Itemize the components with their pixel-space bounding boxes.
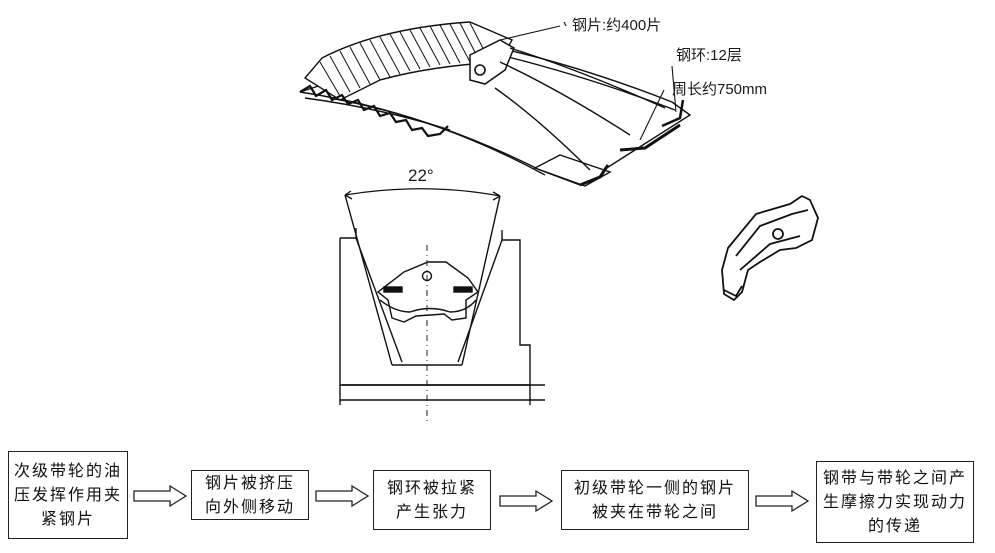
metal-belt bbox=[299, 21, 692, 187]
flow-step-4-text: 初级带轮一侧的钢片被夹在带轮之间 bbox=[573, 478, 736, 521]
flow-arrow-3 bbox=[499, 489, 554, 513]
flow-step-4: 初级带轮一侧的钢片被夹在带轮之间 bbox=[561, 470, 749, 530]
steel-pieces-label: 钢片:约400片 bbox=[572, 17, 662, 34]
single-steel-element bbox=[721, 194, 819, 302]
flow-step-1: 次级带轮的油压发挥作用夹紧钢片 bbox=[8, 451, 128, 539]
flow-step-5-text: 钢带与带轮之间产生摩擦力实现动力的传递 bbox=[822, 468, 967, 535]
circumference-label: 周长约750mm bbox=[672, 81, 768, 98]
belt-illustration bbox=[299, 21, 819, 425]
flow-arrow-2 bbox=[315, 484, 370, 508]
angle-label: 22° bbox=[408, 166, 434, 185]
flow-step-2-text: 钢片被挤压向外侧移动 bbox=[204, 473, 295, 516]
flow-step-5: 钢带与带轮之间产生摩擦力实现动力的传递 bbox=[816, 461, 974, 543]
pulley-cross-section bbox=[339, 194, 545, 425]
flow-step-3: 钢环被拉紧产生张力 bbox=[373, 470, 491, 530]
element-in-pulley bbox=[376, 261, 479, 323]
flow-arrow-4 bbox=[755, 489, 810, 513]
sheave-right bbox=[461, 195, 501, 366]
flow-step-1-text: 次级带轮的油压发挥作用夹紧钢片 bbox=[13, 461, 122, 528]
sheave-left bbox=[344, 194, 393, 366]
element-teeth bbox=[299, 84, 449, 138]
angle-indicator bbox=[344, 188, 501, 201]
flow-arrow-1 bbox=[133, 484, 188, 508]
flow-step-3-text: 钢环被拉紧产生张力 bbox=[386, 478, 477, 521]
flow-step-2: 钢片被挤压向外侧移动 bbox=[191, 470, 309, 520]
element-stack bbox=[303, 21, 513, 101]
label-leaders bbox=[499, 21, 677, 141]
ring-end bbox=[533, 154, 612, 187]
steel-rings-label: 钢环:12层 bbox=[676, 47, 742, 64]
element-pin-hole bbox=[474, 64, 486, 76]
